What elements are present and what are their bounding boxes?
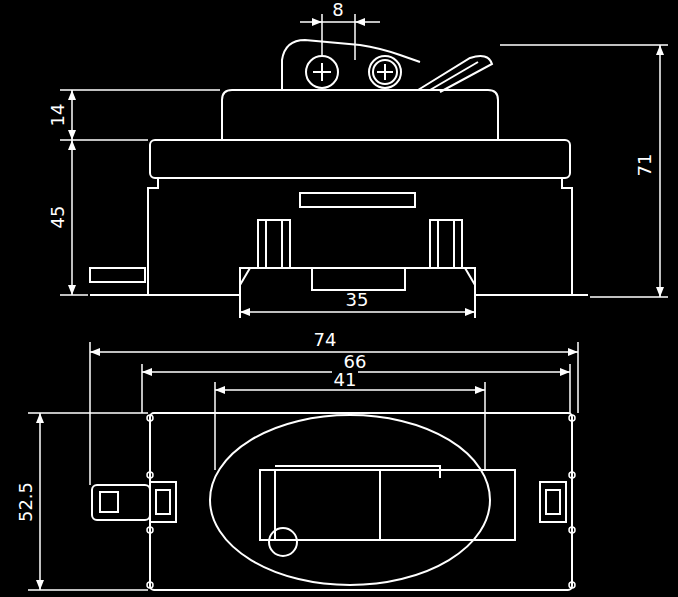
dimension-value: 8 <box>330 1 345 19</box>
dimension-value: 14 <box>49 102 67 129</box>
dimension-value: 45 <box>49 204 67 231</box>
dimension-value: 41 <box>332 371 359 389</box>
dimension-value: 74 <box>312 331 339 349</box>
dimension-value: 52.5 <box>17 480 35 524</box>
dimension-value: 35 <box>344 291 371 309</box>
dimension-value: 66 <box>342 353 369 371</box>
dimension-value: 71 <box>636 152 654 179</box>
